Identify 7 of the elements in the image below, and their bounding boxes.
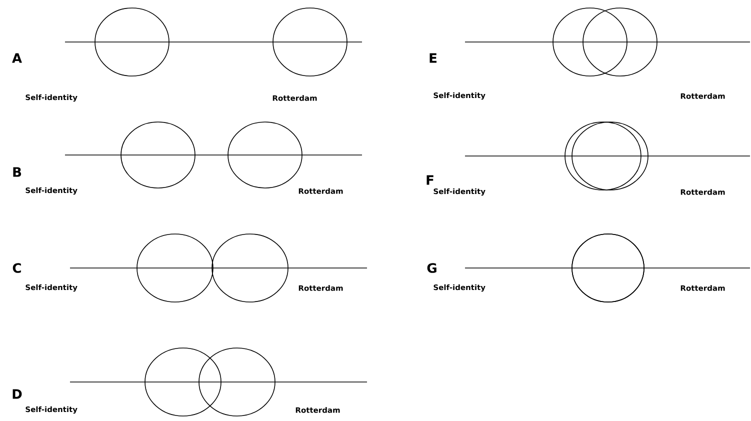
panel-letter: G: [427, 263, 436, 273]
panel-letter: C: [12, 263, 21, 273]
panel-letter: E: [430, 53, 436, 63]
panel-letter: D: [12, 389, 22, 399]
panel-letter: A: [12, 53, 22, 63]
panel-letter: F: [426, 175, 434, 185]
panel-letter: B: [13, 167, 22, 177]
